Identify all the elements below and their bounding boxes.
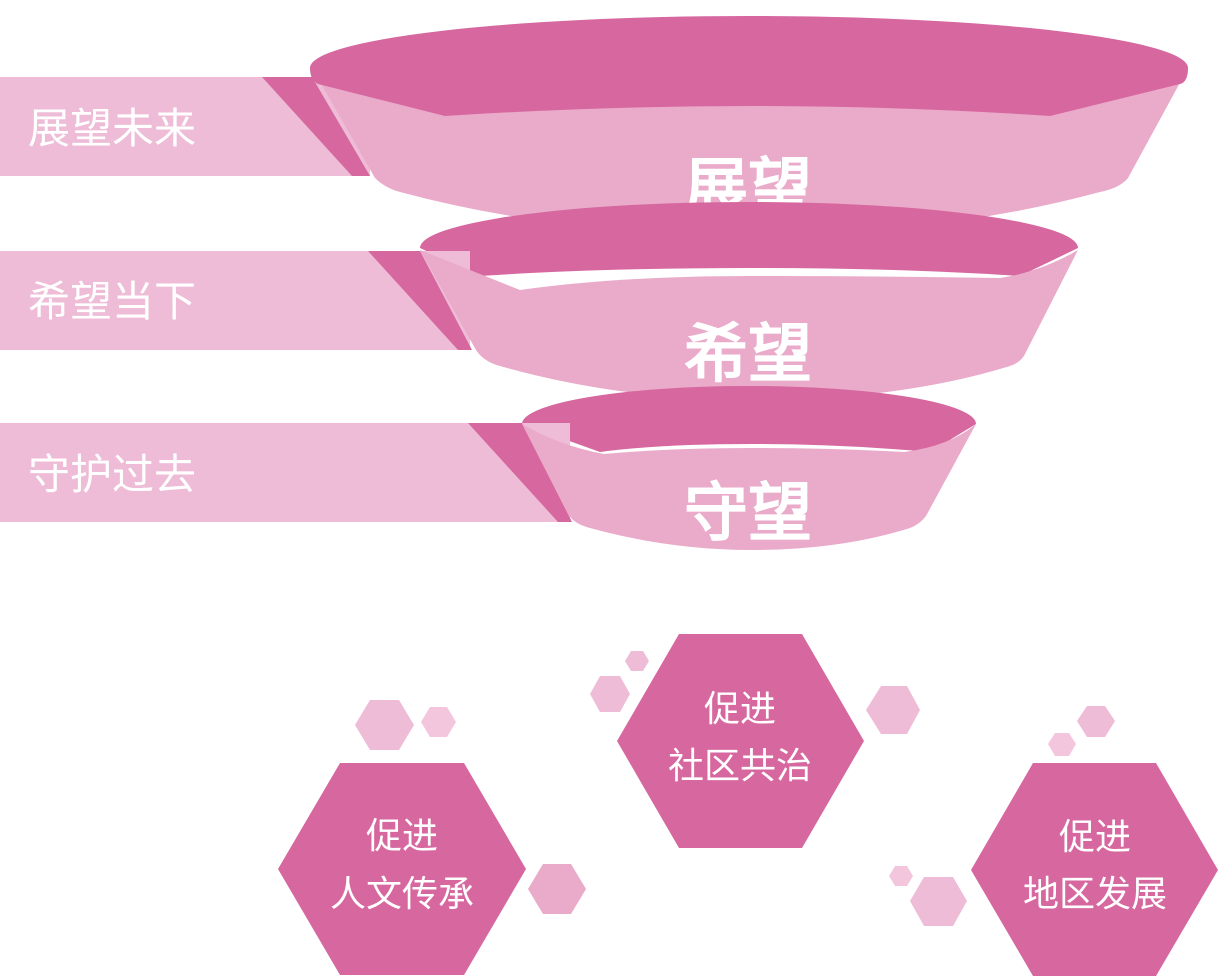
funnel-level-2: 希望当下 希望 — [0, 202, 1078, 400]
hexagon-development-shape — [971, 763, 1218, 976]
level-1-side-label: 展望未来 — [28, 104, 196, 153]
decor-hexagon — [1077, 706, 1115, 737]
level-1-ring-top — [310, 16, 1188, 116]
level-3-ring-top-back — [522, 385, 977, 452]
hexagon-development-line1: 促进 — [1059, 817, 1131, 858]
hexagon-development-line2: 地区发展 — [1023, 874, 1167, 915]
level-2-ring-body — [420, 250, 1078, 400]
decor-hexagon — [889, 866, 913, 886]
hexagon-community-shape — [617, 634, 864, 848]
level-3-side-band — [0, 423, 570, 522]
decor-hexagon — [528, 864, 586, 914]
decor-hexagon — [866, 686, 920, 734]
hexagon-development: 促进 地区发展 — [971, 763, 1218, 976]
level-2-side-label: 希望当下 — [28, 277, 196, 326]
hexagon-heritage-line2: 人文传承 — [330, 874, 474, 915]
level-3-ring-body — [522, 424, 976, 550]
hexagon-heritage-line1: 促进 — [366, 816, 438, 857]
level-3-center-label: 守望 — [684, 477, 812, 551]
level-2-center-label: 希望 — [684, 318, 812, 392]
hexagon-community-line2: 社区共治 — [668, 746, 812, 787]
hexagon-community: 促进 社区共治 — [617, 634, 864, 848]
level-3-side-label: 守护过去 — [28, 450, 196, 499]
decor-hexagon — [421, 707, 456, 737]
decor-hexagon — [625, 651, 649, 671]
funnel-level-1: 展望未来 展望 — [0, 16, 1188, 235]
decor-hexagons — [355, 651, 1115, 926]
decor-hexagon — [910, 877, 967, 926]
level-3-connector — [468, 423, 572, 522]
decor-hexagon — [1048, 733, 1076, 756]
funnel-level-3: 守护过去 守望 — [0, 385, 977, 551]
level-2-connector — [368, 251, 472, 350]
decor-hexagon — [355, 700, 414, 750]
hexagon-heritage-shape — [278, 763, 526, 975]
decor-hexagon — [590, 676, 630, 712]
hexagon-heritage: 促进 人文传承 — [278, 763, 526, 975]
level-1-connector — [262, 77, 370, 176]
hexagon-community-line1: 促进 — [704, 689, 776, 730]
level-2-ring-top-back — [420, 202, 1078, 276]
